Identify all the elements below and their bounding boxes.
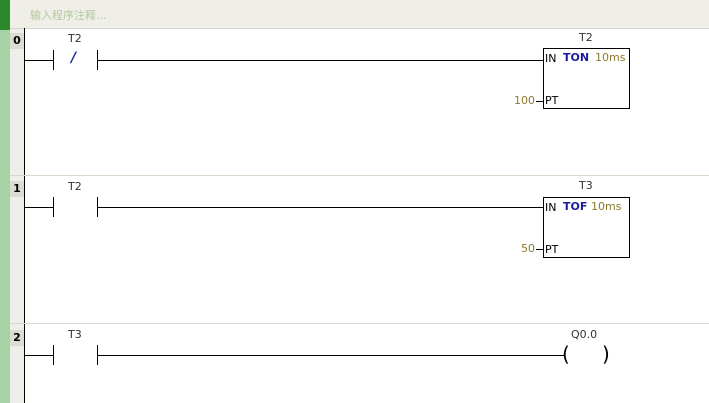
wire bbox=[98, 60, 543, 61]
contact-label: T2 bbox=[68, 180, 82, 193]
coil-label: Q0.0 bbox=[571, 328, 598, 341]
timer-pt-value[interactable]: 100 bbox=[514, 94, 535, 107]
wire bbox=[25, 207, 53, 208]
network-separator bbox=[10, 175, 709, 176]
left-status-indicator bbox=[0, 0, 10, 30]
timer-unit: 10ms bbox=[595, 51, 626, 64]
timer-box-ton[interactable]: IN TON 10ms PT bbox=[543, 48, 630, 109]
contact-right-bar[interactable] bbox=[97, 197, 98, 217]
wire bbox=[536, 249, 543, 250]
wire bbox=[98, 207, 543, 208]
network-gutter bbox=[10, 0, 24, 403]
network-separator bbox=[10, 323, 709, 324]
contact-left-bar[interactable] bbox=[53, 197, 54, 217]
timer-type: TOF bbox=[563, 200, 588, 213]
coil-right-paren[interactable]: ) bbox=[602, 342, 610, 366]
timer-pt-pin: PT bbox=[545, 243, 559, 256]
timer-in-pin: IN bbox=[545, 201, 557, 214]
timer-name: T3 bbox=[579, 179, 593, 192]
timer-name: T2 bbox=[579, 31, 593, 44]
contact-right-bar[interactable] bbox=[97, 345, 98, 365]
network-number[interactable]: 0 bbox=[10, 33, 24, 49]
timer-type: TON bbox=[563, 51, 590, 64]
wire bbox=[25, 60, 53, 61]
contact-label: T2 bbox=[68, 32, 82, 45]
timer-in-pin: IN bbox=[545, 52, 557, 65]
contact-right-bar[interactable] bbox=[97, 50, 98, 70]
timer-pt-value[interactable]: 50 bbox=[521, 242, 535, 255]
program-comment-placeholder: 输入程序注释... bbox=[30, 9, 107, 22]
contact-left-bar[interactable] bbox=[53, 50, 54, 70]
left-status-bar bbox=[0, 0, 10, 403]
network-number[interactable]: 1 bbox=[10, 181, 24, 197]
wire bbox=[536, 101, 543, 102]
contact-left-bar[interactable] bbox=[53, 345, 54, 365]
timer-pt-pin: PT bbox=[545, 94, 559, 107]
timer-unit: 10ms bbox=[591, 200, 622, 213]
coil-left-paren[interactable]: ( bbox=[562, 342, 570, 366]
contact-label: T3 bbox=[68, 328, 82, 341]
wire bbox=[98, 355, 564, 356]
contact-negation-mark[interactable]: / bbox=[71, 50, 77, 66]
timer-box-tof[interactable]: IN TOF 10ms PT bbox=[543, 197, 630, 258]
program-comment-bar[interactable]: 输入程序注释... bbox=[10, 0, 709, 29]
left-power-rail bbox=[24, 28, 25, 403]
wire bbox=[25, 355, 53, 356]
network-number[interactable]: 2 bbox=[10, 330, 24, 346]
